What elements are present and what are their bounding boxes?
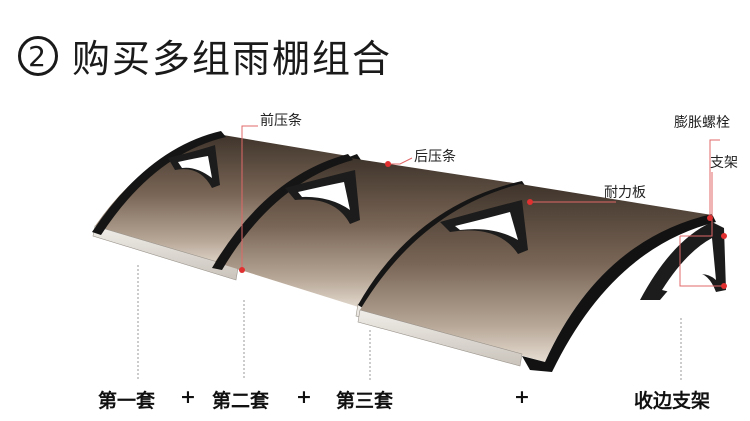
panel-2 [215, 158, 520, 310]
label-set-1: 第一套 [98, 390, 156, 412]
title-text: 购买多组雨棚组合 [72, 37, 393, 81]
plus-sign-2: + [296, 386, 312, 408]
plus-sign-3: + [514, 386, 530, 408]
callout-front-strip: 前压条 [260, 113, 302, 129]
dot-bracket-top [721, 233, 727, 239]
callout-bracket: 支架 [710, 155, 738, 171]
front-strip-3 [522, 214, 716, 372]
step-number-badge: 2 [18, 35, 58, 76]
label-edge-bracket: 收边支架 [634, 390, 711, 412]
callout-line-front-strip [241, 125, 258, 270]
callout-panel: 耐力板 [604, 185, 646, 201]
front-edge-1 [92, 225, 239, 281]
label-set-2: 第二套 [212, 390, 270, 412]
canopy-set-3 [357, 184, 716, 372]
dot-bracket-bottom [721, 283, 727, 289]
bracket-3-cutout [455, 212, 518, 240]
front-edge-3 [357, 309, 523, 367]
dot-panel [527, 199, 533, 205]
callout-line-rear-strip [388, 157, 413, 165]
dot-front-strip [239, 267, 245, 273]
label-set-3: 第三套 [336, 390, 394, 412]
callout-dots [239, 161, 727, 289]
guide-lines [137, 265, 682, 380]
page-title: 2 购买多组雨棚组合 [18, 28, 392, 83]
plus-sign-1: + [180, 386, 196, 408]
edge-bracket-cutout [662, 238, 716, 292]
callout-rear-strip: 后压条 [414, 149, 456, 165]
side-frame-2 [212, 154, 353, 270]
edge-bracket [640, 222, 726, 300]
callout-line-bracket-mid [680, 172, 713, 237]
dot-bolt [707, 215, 713, 221]
bracket-1-cutout [178, 156, 212, 178]
side-frame-1 [92, 131, 226, 235]
callout-line-bolt [709, 139, 720, 218]
bracket-2-cutout [298, 182, 350, 210]
callout-lines [241, 125, 724, 287]
callout-expansion-bolt: 膨胀螺栓 [674, 115, 730, 131]
panel-1 [95, 135, 360, 268]
dot-rear-strip [385, 161, 391, 167]
edge-bracket-arm [640, 222, 726, 300]
callout-line-bracket-bottom [679, 236, 724, 287]
